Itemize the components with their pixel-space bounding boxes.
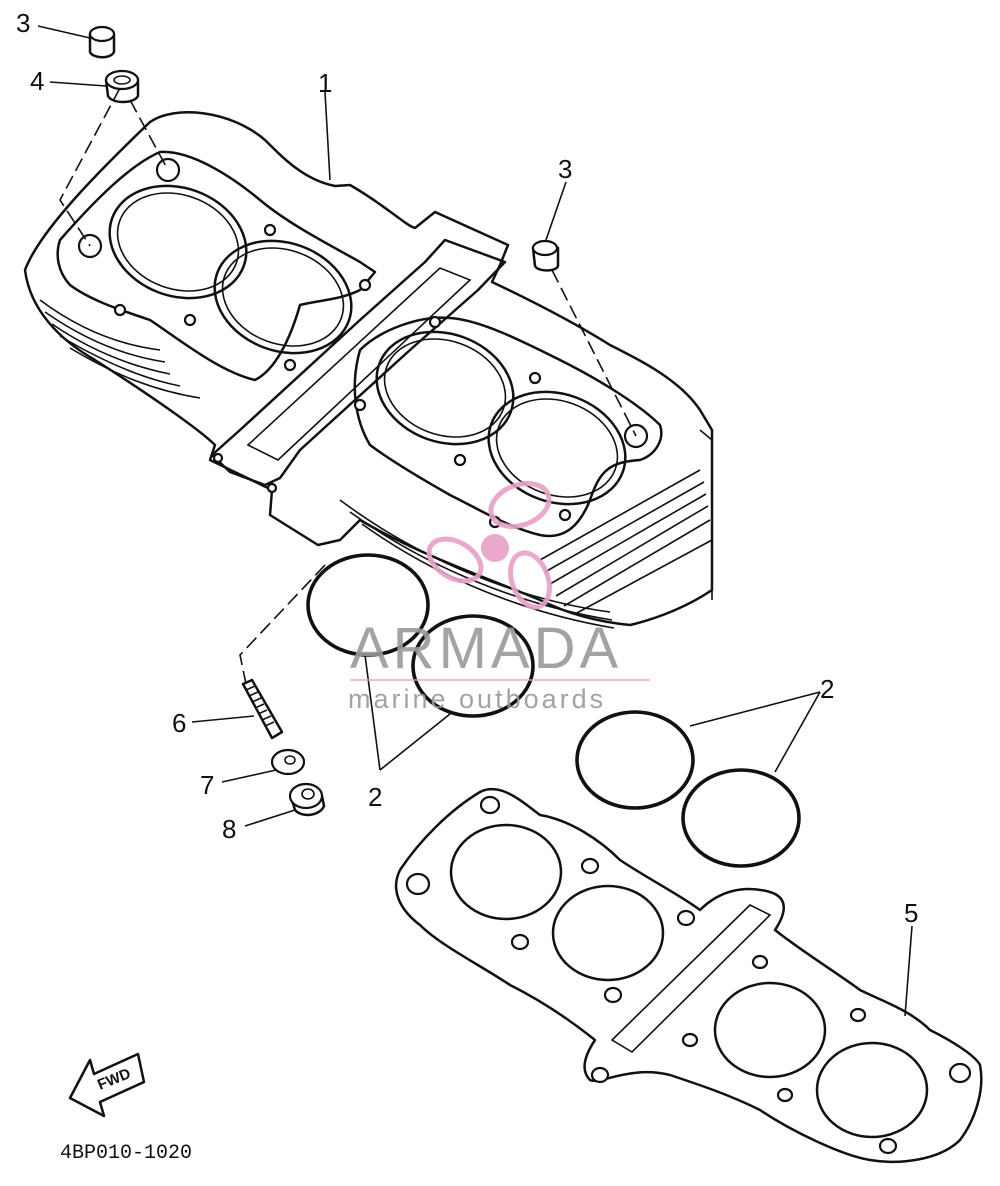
right-deck — [353, 316, 663, 538]
left-deck — [56, 150, 377, 382]
callout-6: 6 — [172, 708, 186, 738]
watermark-brand: ARMADA — [350, 616, 622, 681]
washer — [270, 748, 306, 776]
cylinder-base-gasket — [394, 787, 983, 1164]
o-rings — [306, 553, 801, 868]
callout-3-top-left: 3 — [16, 8, 30, 38]
callout-4: 4 — [30, 66, 44, 96]
fwd-arrow-icon: FWD — [68, 1052, 146, 1118]
callout-2-right: 2 — [820, 674, 834, 704]
watermark-tagline: marine outboards — [348, 684, 606, 714]
oring-collar — [104, 69, 140, 104]
leader-lines — [37, 25, 913, 1017]
callouts: 3 4 1 3 6 7 8 2 2 5 — [16, 8, 918, 928]
stud-bolt — [241, 678, 284, 740]
block-outline — [23, 111, 714, 627]
center-rib — [210, 238, 507, 487]
nut — [288, 782, 326, 817]
dowel-pin-right — [531, 239, 560, 272]
watermark: ARMADA marine outboards — [348, 481, 650, 714]
cooling-fins — [39, 299, 713, 629]
callout-5: 5 — [904, 898, 918, 928]
callout-3-right: 3 — [558, 154, 572, 184]
dowel-pin-top-left — [88, 25, 116, 59]
propeller-icon — [426, 481, 552, 610]
deck-holes — [77, 157, 649, 529]
gasket-holes — [405, 795, 972, 1155]
callout-7: 7 — [200, 770, 214, 800]
cylinder-block — [23, 111, 714, 629]
drawing-code: 4BP010-1020 — [60, 1142, 192, 1165]
callout-1: 1 — [318, 68, 332, 98]
callout-8: 8 — [222, 814, 236, 844]
callout-2-left: 2 — [368, 782, 382, 812]
